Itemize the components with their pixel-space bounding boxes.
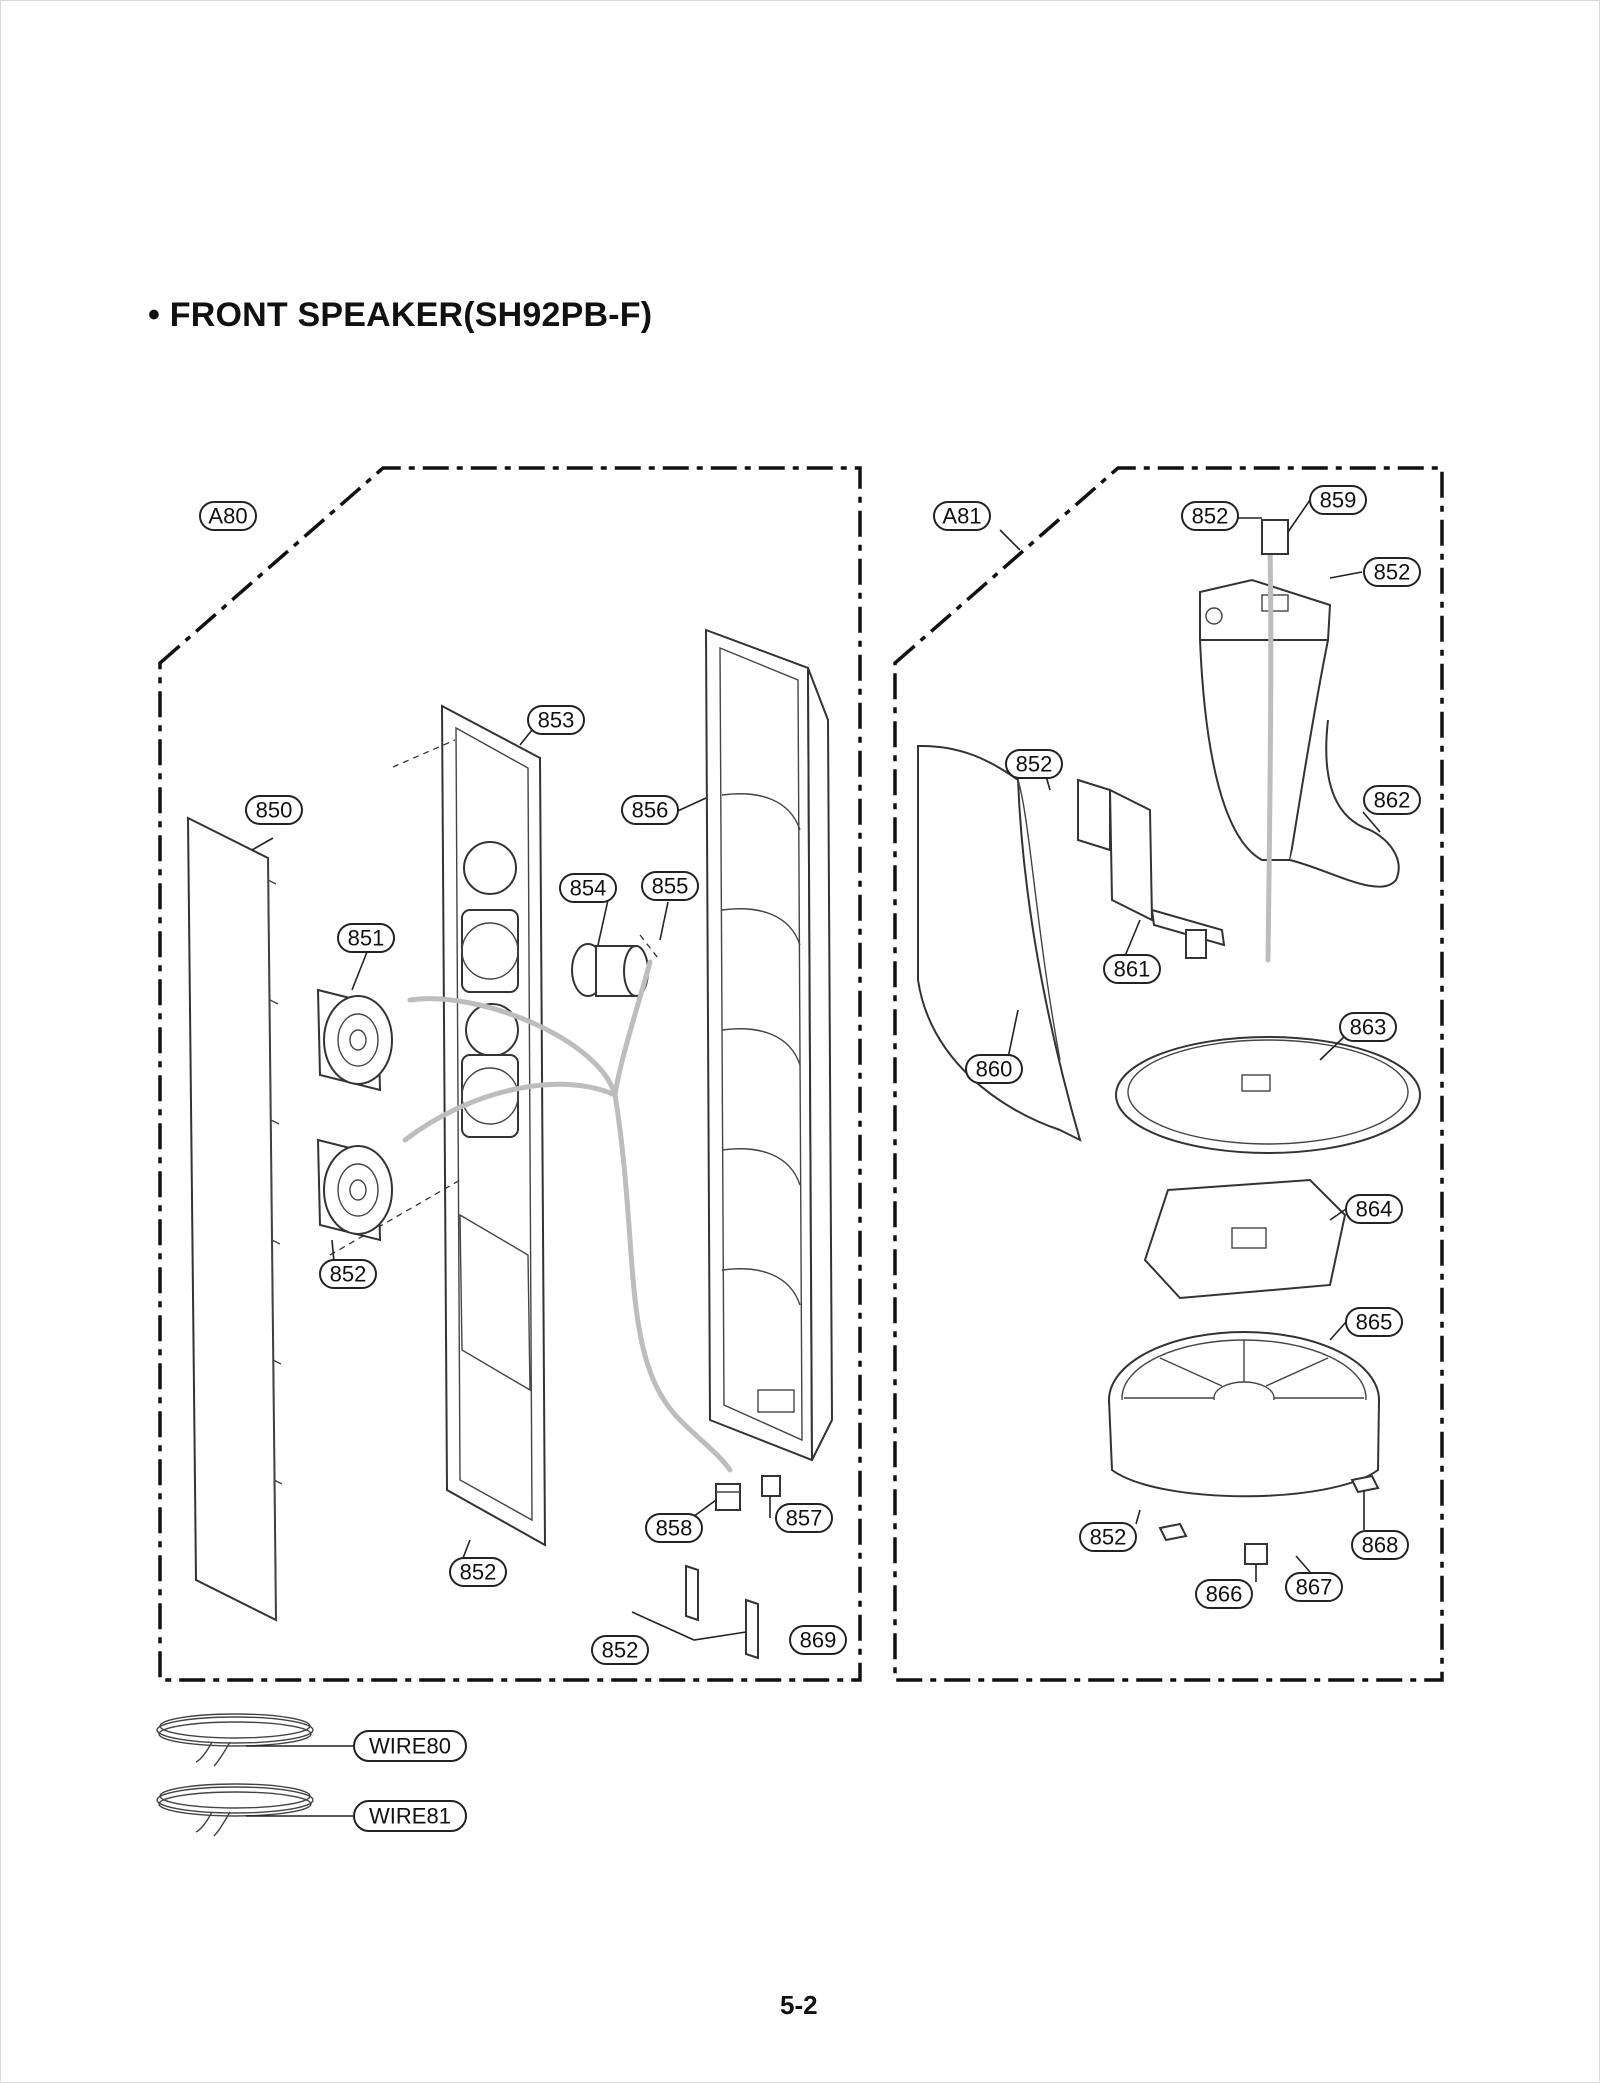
top-housing-862 (1198, 578, 1400, 888)
wire-upper (407, 996, 618, 1098)
svg-text:859: 859 (1320, 488, 1357, 513)
svg-text:854: 854 (570, 876, 607, 901)
svg-text:865: 865 (1356, 1310, 1393, 1335)
svg-text:852: 852 (1374, 560, 1411, 585)
callout-852-a81-top: 852 (1181, 501, 1239, 531)
tweeter-854 (571, 943, 649, 997)
callout-852-a80-bottom: 852 (449, 1557, 507, 1587)
wire-main (612, 1092, 733, 1473)
baffle-frame-853 (440, 704, 547, 1547)
speaker-wire-81 (156, 1783, 314, 1837)
callout-851: 851 (337, 923, 395, 953)
callout-869: 869 (789, 1625, 847, 1655)
callout-850: 850 (245, 795, 303, 825)
assembly-frame-a80 (158, 466, 862, 1682)
svg-text:852: 852 (602, 1638, 639, 1663)
wire-a81 (1265, 545, 1274, 963)
svg-text:864: 864 (1356, 1197, 1393, 1222)
base-ring-865 (1108, 1331, 1380, 1498)
back-cover-860 (917, 744, 1082, 1142)
callout-862: 862 (1363, 785, 1421, 815)
callout-854: 854 (559, 873, 617, 903)
woofer-851-lower (316, 1138, 393, 1242)
callout-857: 857 (775, 1503, 833, 1533)
page-number: 5-2 (780, 1990, 818, 2020)
callout-852-a81-mid: 852 (1005, 749, 1063, 779)
assembly-frame-a81 (893, 466, 1444, 1682)
callout-860: 860 (965, 1054, 1023, 1084)
callout-852-a81-base: 852 (1079, 1522, 1137, 1552)
svg-text:852: 852 (1192, 504, 1229, 529)
speaker-wire-80 (156, 1713, 314, 1767)
svg-text:860: 860 (976, 1057, 1013, 1082)
svg-text:868: 868 (1362, 1533, 1399, 1558)
callout-leaders (246, 499, 1381, 1817)
wire-tweeter (612, 959, 653, 1098)
base-plate-864 (1143, 1178, 1347, 1300)
svg-text:852: 852 (1090, 1525, 1127, 1550)
callout-868: 868 (1351, 1530, 1409, 1560)
callout-852-a81-right: 852 (1363, 557, 1421, 587)
callout-859: 859 (1309, 485, 1367, 515)
callout-865: 865 (1345, 1307, 1403, 1337)
svg-text:A80: A80 (208, 504, 247, 529)
callout-852-a80-left: 852 (319, 1259, 377, 1289)
wire-lower (402, 1081, 618, 1143)
svg-text:867: 867 (1296, 1575, 1333, 1600)
mount-bracket-861 (1077, 778, 1226, 959)
callout-864: 864 (1345, 1194, 1403, 1224)
leader-869-group (631, 1611, 747, 1641)
switch-866 (1244, 1543, 1268, 1565)
svg-text:A81: A81 (942, 504, 981, 529)
svg-text:852: 852 (330, 1262, 367, 1287)
svg-text:855: 855 (652, 874, 689, 899)
svg-text:866: 866 (1206, 1582, 1243, 1607)
callout-867: 867 (1285, 1572, 1343, 1602)
callout-863: 863 (1339, 1012, 1397, 1042)
front-grille-panel-850 (186, 816, 283, 1622)
feet-868 (1158, 1474, 1380, 1542)
callout-861: 861 (1103, 954, 1161, 984)
callout-852-a80-869: 852 (591, 1635, 649, 1665)
callout-855: 855 (641, 871, 699, 901)
svg-text:856: 856 (632, 798, 669, 823)
svg-text:861: 861 (1114, 957, 1151, 982)
rear-enclosure-856 (704, 628, 834, 1462)
callout-856: 856 (621, 795, 679, 825)
svg-text:862: 862 (1374, 788, 1411, 813)
svg-text:869: 869 (800, 1628, 837, 1653)
svg-text:WIRE81: WIRE81 (369, 1804, 451, 1829)
connector-859 (1261, 519, 1289, 555)
callout-wire81: WIRE81 (353, 1800, 467, 1832)
woofer-851-upper (316, 988, 393, 1092)
callout-wire80: WIRE80 (353, 1730, 467, 1762)
callout-866: 866 (1195, 1579, 1253, 1609)
svg-text:853: 853 (538, 708, 575, 733)
callout-a81: A81 (933, 501, 991, 531)
callout-853: 853 (527, 705, 585, 735)
foot-bracket-869 (685, 1564, 759, 1660)
terminal-858 (715, 1483, 741, 1511)
svg-text:852: 852 (460, 1560, 497, 1585)
base-disc-863 (1115, 1036, 1421, 1154)
svg-text:852: 852 (1016, 752, 1053, 777)
svg-text:857: 857 (786, 1506, 823, 1531)
svg-text:WIRE80: WIRE80 (369, 1734, 451, 1759)
page-title: • FRONT SPEAKER(SH92PB-F) (148, 296, 653, 334)
svg-text:851: 851 (348, 926, 385, 951)
terminal-clip-857 (761, 1475, 781, 1497)
svg-text:858: 858 (656, 1516, 693, 1541)
svg-text:850: 850 (256, 798, 293, 823)
callout-a80: A80 (199, 501, 257, 531)
svg-text:863: 863 (1350, 1015, 1387, 1040)
callout-858: 858 (645, 1513, 703, 1543)
